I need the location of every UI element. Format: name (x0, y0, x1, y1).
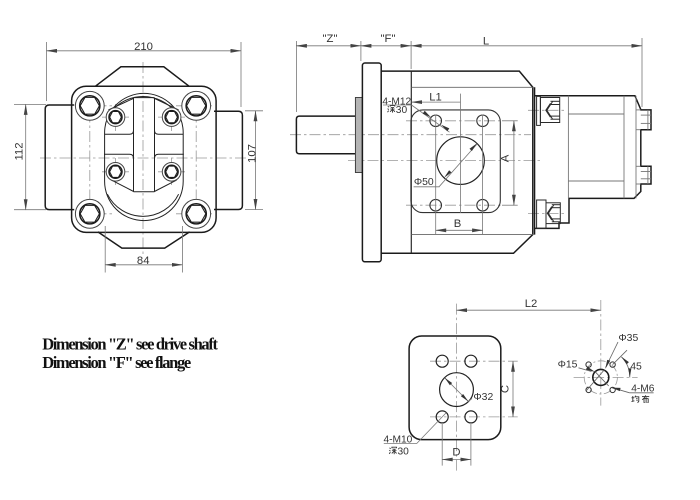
svg-text:30: 30 (396, 105, 408, 116)
svg-text:Dimension "Z" see drive shaft: Dimension "Z" see drive shaft (42, 335, 218, 354)
svg-text:D: D (452, 447, 460, 459)
svg-text:L1: L1 (429, 92, 442, 104)
svg-text:30: 30 (398, 447, 410, 458)
svg-text:4-M6: 4-M6 (631, 383, 655, 394)
svg-text:112: 112 (14, 142, 26, 160)
svg-text:"Z": "Z" (323, 33, 338, 45)
svg-text:84: 84 (137, 255, 150, 267)
svg-text:B: B (454, 218, 462, 230)
svg-text:210: 210 (134, 41, 153, 53)
svg-text:Φ50: Φ50 (414, 177, 434, 188)
svg-text:C: C (500, 385, 512, 393)
svg-text:A: A (500, 154, 512, 162)
svg-text:4-M12: 4-M12 (382, 96, 411, 107)
svg-text:L: L (483, 35, 489, 47)
svg-text:L2: L2 (525, 298, 538, 310)
svg-text:Φ32: Φ32 (473, 392, 493, 403)
svg-text:"F": "F" (381, 33, 396, 45)
svg-text:4-M10: 4-M10 (383, 434, 412, 445)
svg-text:Φ35: Φ35 (618, 333, 638, 344)
svg-text:107: 107 (247, 144, 259, 163)
svg-text:Dimension "F" see flange: Dimension "F" see flange (42, 353, 191, 372)
svg-text:Φ15: Φ15 (558, 359, 578, 370)
svg-text:45: 45 (630, 361, 642, 372)
